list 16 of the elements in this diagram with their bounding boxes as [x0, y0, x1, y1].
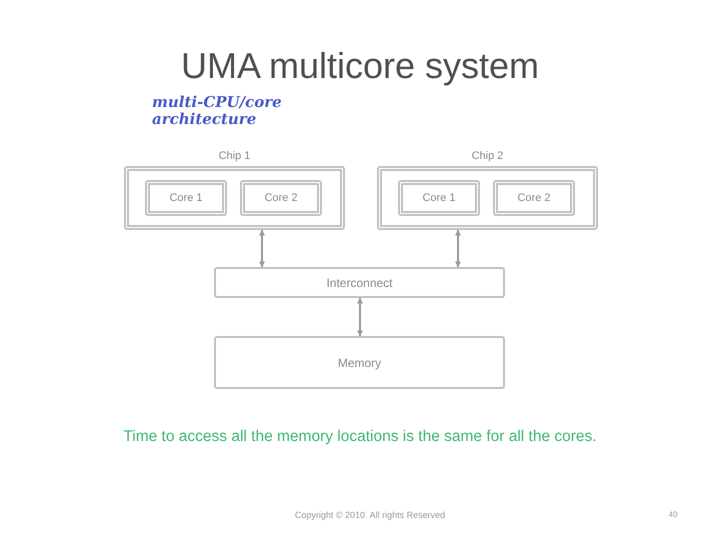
double-arrow: [455, 230, 461, 268]
memory-box: Memory: [214, 336, 505, 389]
chip-label: Chip 2: [472, 150, 504, 162]
double-arrow: [259, 230, 265, 268]
core-box: Core 1: [145, 180, 227, 216]
double-arrow: [357, 298, 363, 336]
handwritten-note: multi-CPU/core architecture: [152, 93, 282, 128]
slide-title: UMA multicore system: [180, 45, 540, 86]
chip-label: Chip 1: [218, 150, 250, 162]
core-box: Core 1: [398, 180, 480, 216]
page-number: 40: [668, 510, 678, 519]
core-box: Core 2: [493, 180, 575, 216]
interconnect-box: Interconnect: [214, 267, 505, 298]
note-text: Time to access all the memory locations is the same for all the cores.: [123, 428, 597, 445]
core-box: Core 2: [240, 180, 322, 216]
copyright-footer: Copyright © 2010. All rights Reserved: [294, 510, 446, 520]
